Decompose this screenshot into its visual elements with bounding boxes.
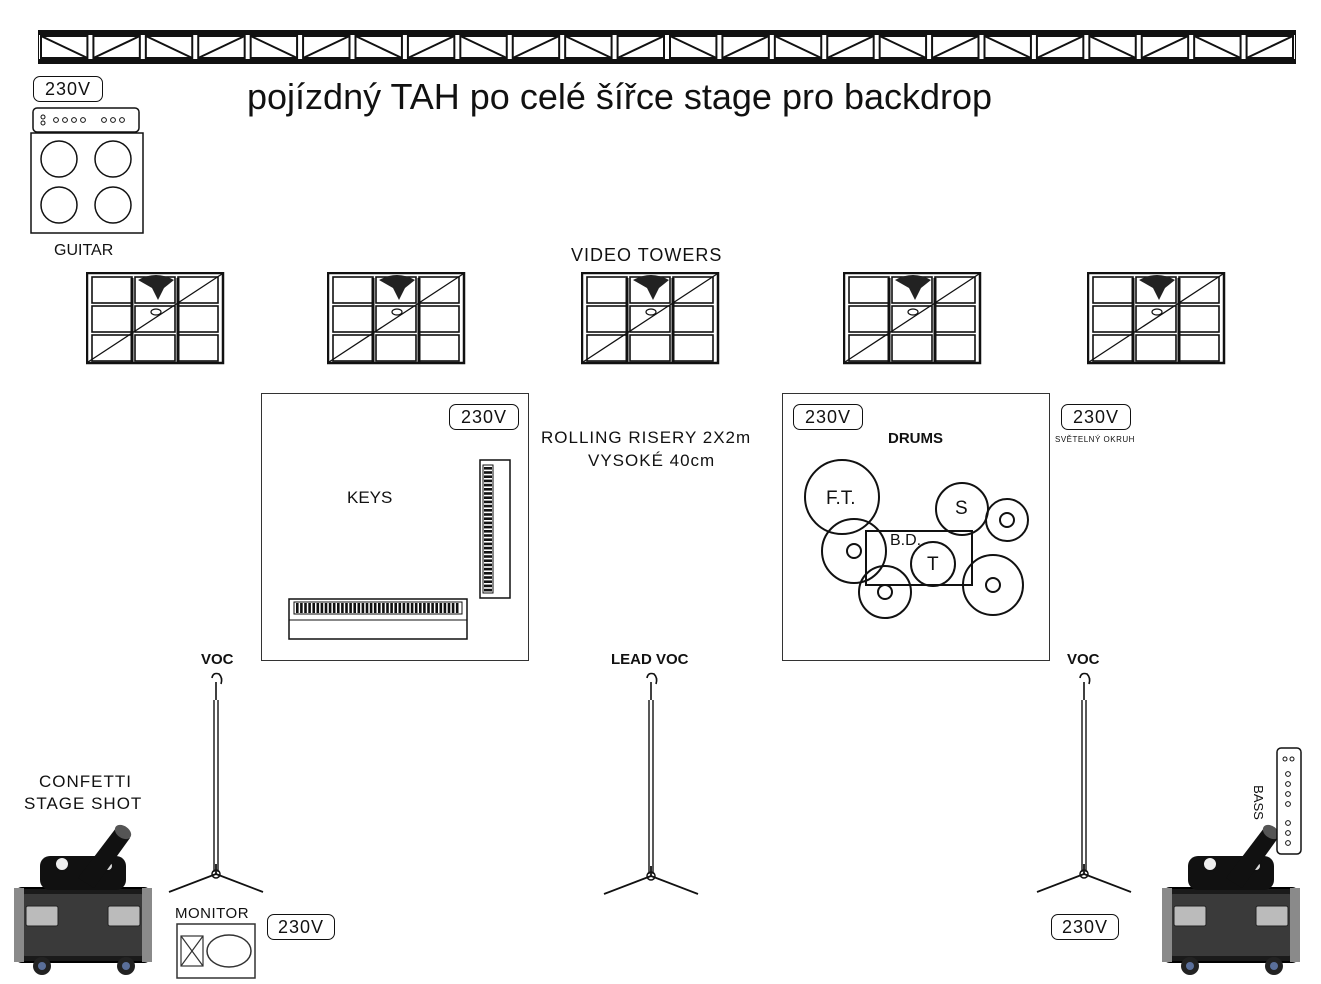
mic-stand-right: [1036, 672, 1132, 893]
risers-note-line2: VYSOKÉ 40cm: [588, 451, 716, 470]
monitor-wedge: [176, 923, 256, 979]
cymbal-right-top: [985, 498, 1029, 542]
power-outlet-monitor: 230V: [267, 914, 335, 940]
floor-tom-label: F.T.: [826, 488, 856, 509]
video-tower: [1087, 272, 1226, 365]
video-tower: [581, 272, 720, 365]
mic-stand-left: [168, 672, 264, 893]
page-title: pojízdný TAH po celé šířce stage pro bac…: [247, 76, 993, 117]
bass-drum: [865, 530, 973, 586]
snare-label: S: [955, 498, 968, 519]
power-outlet-drums: 230V: [793, 404, 863, 430]
guitar-cabinet: [30, 132, 144, 234]
video-tower: [327, 272, 466, 365]
keyboard-vertical: [479, 459, 511, 599]
bass-label: BASS: [1250, 785, 1266, 820]
drum-kit: [804, 459, 1029, 619]
video-tower: [843, 272, 982, 365]
mic-left-label: VOC: [201, 651, 234, 668]
light-circuit-label: SVĚTELNÝ OKRUH: [1055, 435, 1135, 444]
video-tower: [86, 272, 225, 365]
monitor-label: MONITOR: [175, 905, 250, 922]
mic-center-label: LEAD VOC: [611, 651, 689, 668]
confetti-label-line1: CONFETTI: [39, 772, 132, 791]
hi-hat: [821, 518, 887, 584]
truss: [38, 30, 1296, 64]
keys-label: KEYS: [347, 488, 393, 507]
confetti-machine-left: [14, 824, 152, 975]
mic-right-label: VOC: [1067, 651, 1100, 668]
bass-drum-label: B.D.: [890, 532, 922, 549]
guitar-amp-head: [32, 107, 140, 133]
guitar-label: GUITAR: [54, 242, 114, 259]
mic-stand-center: [603, 672, 699, 895]
cymbal-bottom-left: [858, 565, 912, 619]
confetti-machine-right: [1162, 824, 1300, 975]
power-outlet-right-mic: 230V: [1051, 914, 1119, 940]
drums-label: DRUMS: [888, 430, 943, 447]
power-outlet-guitar: 230V: [33, 76, 103, 102]
keyboard-horizontal: [288, 598, 468, 640]
floor-tom: [804, 459, 880, 535]
power-outlet-keys: 230V: [449, 404, 519, 430]
risers-note-line1: ROLLING RISERY 2X2m: [541, 428, 752, 447]
power-outlet-light: 230V: [1061, 404, 1131, 430]
video-towers-label: VIDEO TOWERS: [571, 245, 723, 265]
bass-amp: [1276, 747, 1302, 855]
tom-label: T: [927, 554, 939, 575]
cymbal-bottom-right: [962, 554, 1024, 616]
confetti-label-line2: STAGE SHOT: [24, 794, 143, 813]
rack-tom: [910, 541, 956, 587]
